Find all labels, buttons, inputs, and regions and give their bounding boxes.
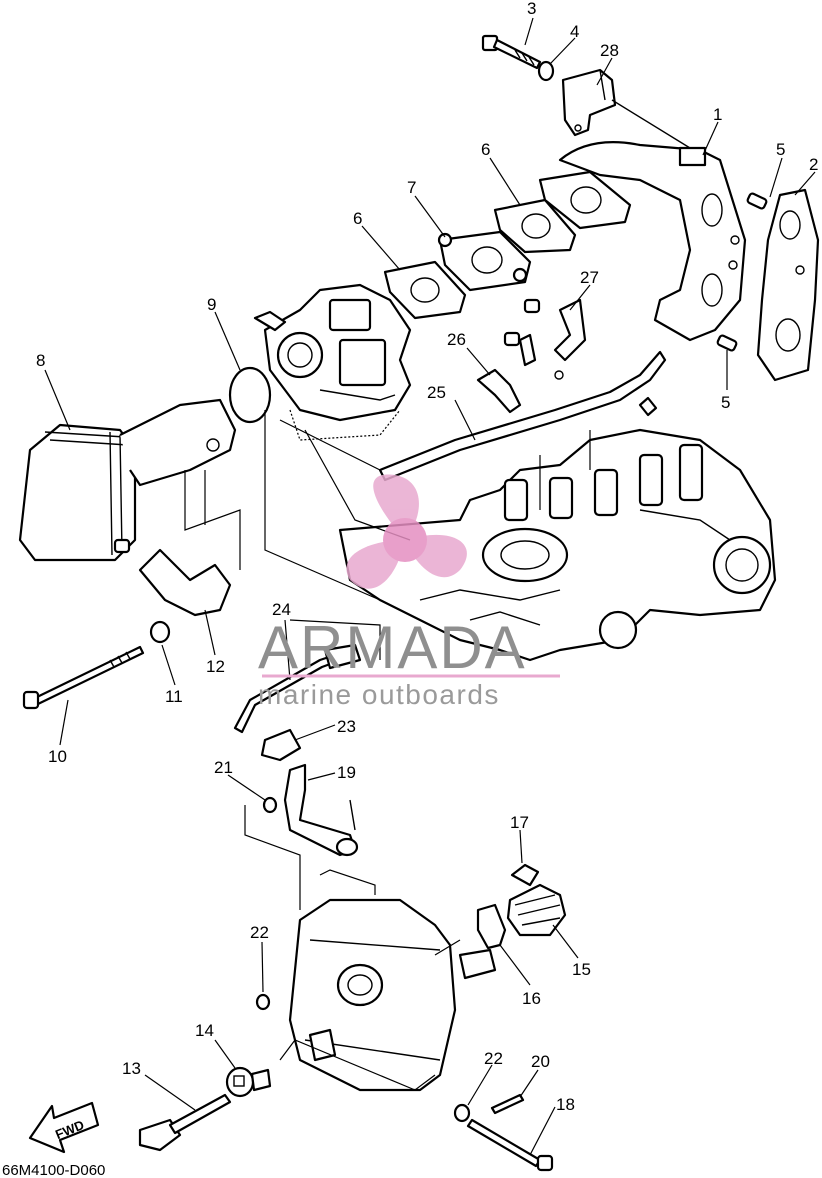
screw-17 — [510, 863, 540, 887]
washer-11 — [149, 620, 171, 644]
washer-22-upper — [255, 993, 271, 1011]
bolt-3 — [481, 34, 542, 70]
callout-24: 24 — [272, 600, 291, 619]
callout-22-upper: 22 — [250, 923, 269, 942]
callout-28: 28 — [600, 41, 619, 60]
washer-22-lower — [453, 1103, 471, 1123]
pin-21 — [490, 1093, 525, 1115]
callout-14: 14 — [195, 1021, 214, 1040]
bolt-10 — [22, 645, 145, 710]
callout-19: 18 — [556, 1095, 575, 1114]
callout-5-upper: 5 — [776, 140, 785, 159]
callout-9: 9 — [207, 295, 216, 314]
bolt-19 — [466, 1118, 554, 1172]
carburetor — [253, 283, 412, 441]
callout-15: 15 — [572, 960, 591, 979]
manifold-gasket — [756, 188, 820, 382]
callout-17: 17 — [510, 813, 529, 832]
watermark-tagline: marine outboards — [258, 679, 500, 710]
callout-7: 7 — [407, 178, 416, 197]
watermark-brand: ARMADA — [258, 614, 527, 681]
clip-27 — [476, 368, 522, 414]
callout-3: 3 — [527, 0, 536, 18]
intake-manifold — [558, 141, 747, 342]
bracket-28 — [561, 68, 617, 137]
fwd-arrow-icon: FWD — [28, 1101, 100, 1154]
callout-6-lower: 6 — [353, 209, 362, 228]
dowel-pin-upper — [746, 192, 768, 210]
callout-leaders — [44, 17, 816, 1156]
insulator-7 — [437, 230, 532, 292]
washer-20 — [262, 796, 278, 814]
callout-16: 16 — [522, 989, 541, 1008]
callout-26: 27 — [580, 268, 599, 287]
callout-5-lower: 5 — [721, 393, 730, 412]
callout-22-lower: 22 — [484, 1049, 503, 1068]
diagram-code: 66M4100-D060 — [2, 1162, 105, 1178]
propeller-logo — [346, 474, 467, 589]
dowel-pin-lower — [716, 334, 738, 352]
callout-18: 19 — [337, 763, 356, 782]
callout-11: 11 — [165, 687, 183, 706]
o-ring-9 — [228, 366, 272, 424]
callout-20: 21 — [214, 758, 233, 777]
assembly-lines — [184, 410, 591, 1091]
callout-25: 25 — [427, 383, 446, 402]
gasket-16 — [476, 903, 507, 950]
callout-2: 2 — [809, 155, 818, 174]
rubber-seal-15 — [506, 883, 567, 937]
callout-13: 13 — [122, 1059, 141, 1078]
fuel-hose-25 — [378, 350, 667, 482]
spacer-block — [538, 170, 632, 230]
engine-block — [338, 428, 777, 662]
knob-14 — [225, 1066, 272, 1098]
clamp-23 — [260, 728, 302, 762]
callout-4: 4 — [570, 22, 579, 41]
callout-6-upper: 6 — [481, 140, 490, 159]
lever-18 — [283, 763, 359, 857]
choke-knob-13 — [138, 1093, 232, 1152]
callout-10: 10 — [48, 747, 67, 766]
silencer-lower — [288, 898, 497, 1092]
callout-8: 8 — [36, 351, 45, 370]
callout-1: 1 — [713, 105, 722, 124]
callout-12: 12 — [206, 657, 225, 676]
gasket-6-lower — [383, 260, 467, 320]
callout-27: 26 — [447, 330, 466, 349]
intake-silencer-8 — [18, 398, 237, 562]
watermark: ARMADA marine outboards — [258, 474, 560, 710]
bracket-12 — [138, 548, 232, 617]
clip-26 — [553, 298, 587, 380]
callouts: 3 4 28 1 5 2 5 6 7 6 27 9 26 8 25 24 12 … — [36, 0, 818, 1114]
washer-4 — [537, 60, 555, 82]
callout-23: 23 — [337, 717, 356, 736]
callout-21: 20 — [531, 1052, 550, 1071]
